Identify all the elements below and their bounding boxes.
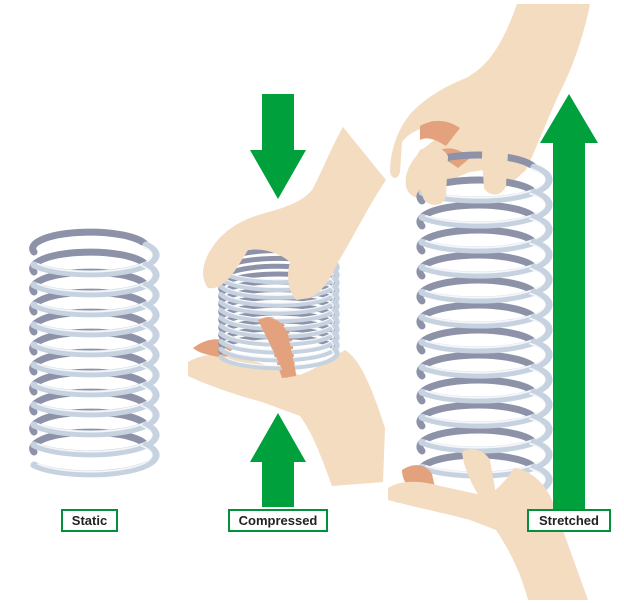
coil-front — [418, 188, 553, 229]
coil-highlight — [425, 192, 546, 224]
coil-front — [30, 361, 160, 398]
stretched-bottom-hand — [388, 449, 588, 600]
coil-highlight — [425, 392, 546, 424]
compressed-label: Compressed — [228, 509, 328, 532]
coil-highlight — [425, 242, 546, 274]
stretched-spring — [416, 151, 553, 504]
coil-highlight — [37, 405, 153, 433]
static-label: Static — [61, 509, 118, 532]
coil-highlight — [37, 325, 153, 353]
coil-highlight — [224, 325, 334, 343]
coil-front — [418, 388, 553, 429]
coil-front — [418, 238, 553, 279]
coil-highlight — [425, 442, 546, 474]
coil-front — [418, 363, 553, 404]
coil-front — [30, 241, 160, 278]
coil-front — [30, 421, 160, 458]
coil-highlight — [425, 167, 546, 199]
coil-front — [30, 341, 160, 378]
coil-highlight — [425, 342, 546, 374]
coil-highlight — [37, 265, 153, 293]
coil-highlight — [224, 333, 334, 351]
coil-front — [30, 321, 160, 358]
coil-front — [418, 213, 553, 254]
coil-front — [418, 163, 553, 204]
coil-highlight — [37, 365, 153, 393]
coil-highlight — [425, 217, 546, 249]
coil-highlight — [37, 345, 153, 373]
coil-front — [418, 288, 553, 329]
coil-front — [30, 281, 160, 318]
static-spring — [29, 228, 160, 478]
coil-front — [418, 338, 553, 379]
coil-highlight — [37, 425, 153, 453]
coil-highlight — [425, 317, 546, 349]
stretched-top-fingers — [415, 138, 508, 205]
coil-highlight — [224, 341, 334, 359]
compressed-upper-hand — [203, 127, 386, 378]
coil-highlight — [37, 245, 153, 273]
coil-back — [29, 228, 150, 256]
coil-highlight — [224, 317, 334, 336]
spring-front-coils — [30, 241, 160, 478]
coil-highlight — [224, 286, 334, 304]
spring-back-coils — [29, 228, 150, 456]
compress-up-arrow — [250, 413, 306, 507]
coil-highlight — [37, 305, 153, 333]
coil-front — [418, 313, 553, 354]
coil-highlight — [224, 294, 334, 312]
coil-front — [30, 301, 160, 338]
coil-highlight — [425, 417, 546, 449]
coil-front — [30, 441, 160, 478]
coil-front — [418, 263, 553, 304]
coil-highlight — [37, 285, 153, 313]
stretched-label: Stretched — [527, 509, 611, 532]
coil-highlight — [37, 445, 153, 473]
stretch-up-arrow — [540, 94, 598, 510]
compress-down-arrow — [250, 94, 306, 199]
coil-highlight — [425, 267, 546, 299]
coil-highlight — [425, 367, 546, 399]
coil-front — [30, 261, 160, 298]
coil-highlight — [224, 309, 334, 328]
coil-highlight — [37, 385, 153, 413]
coil-front — [30, 401, 160, 438]
coil-highlight — [425, 292, 546, 324]
coil-highlight — [224, 302, 334, 320]
coil-front — [30, 381, 160, 418]
coil-front — [418, 413, 553, 454]
